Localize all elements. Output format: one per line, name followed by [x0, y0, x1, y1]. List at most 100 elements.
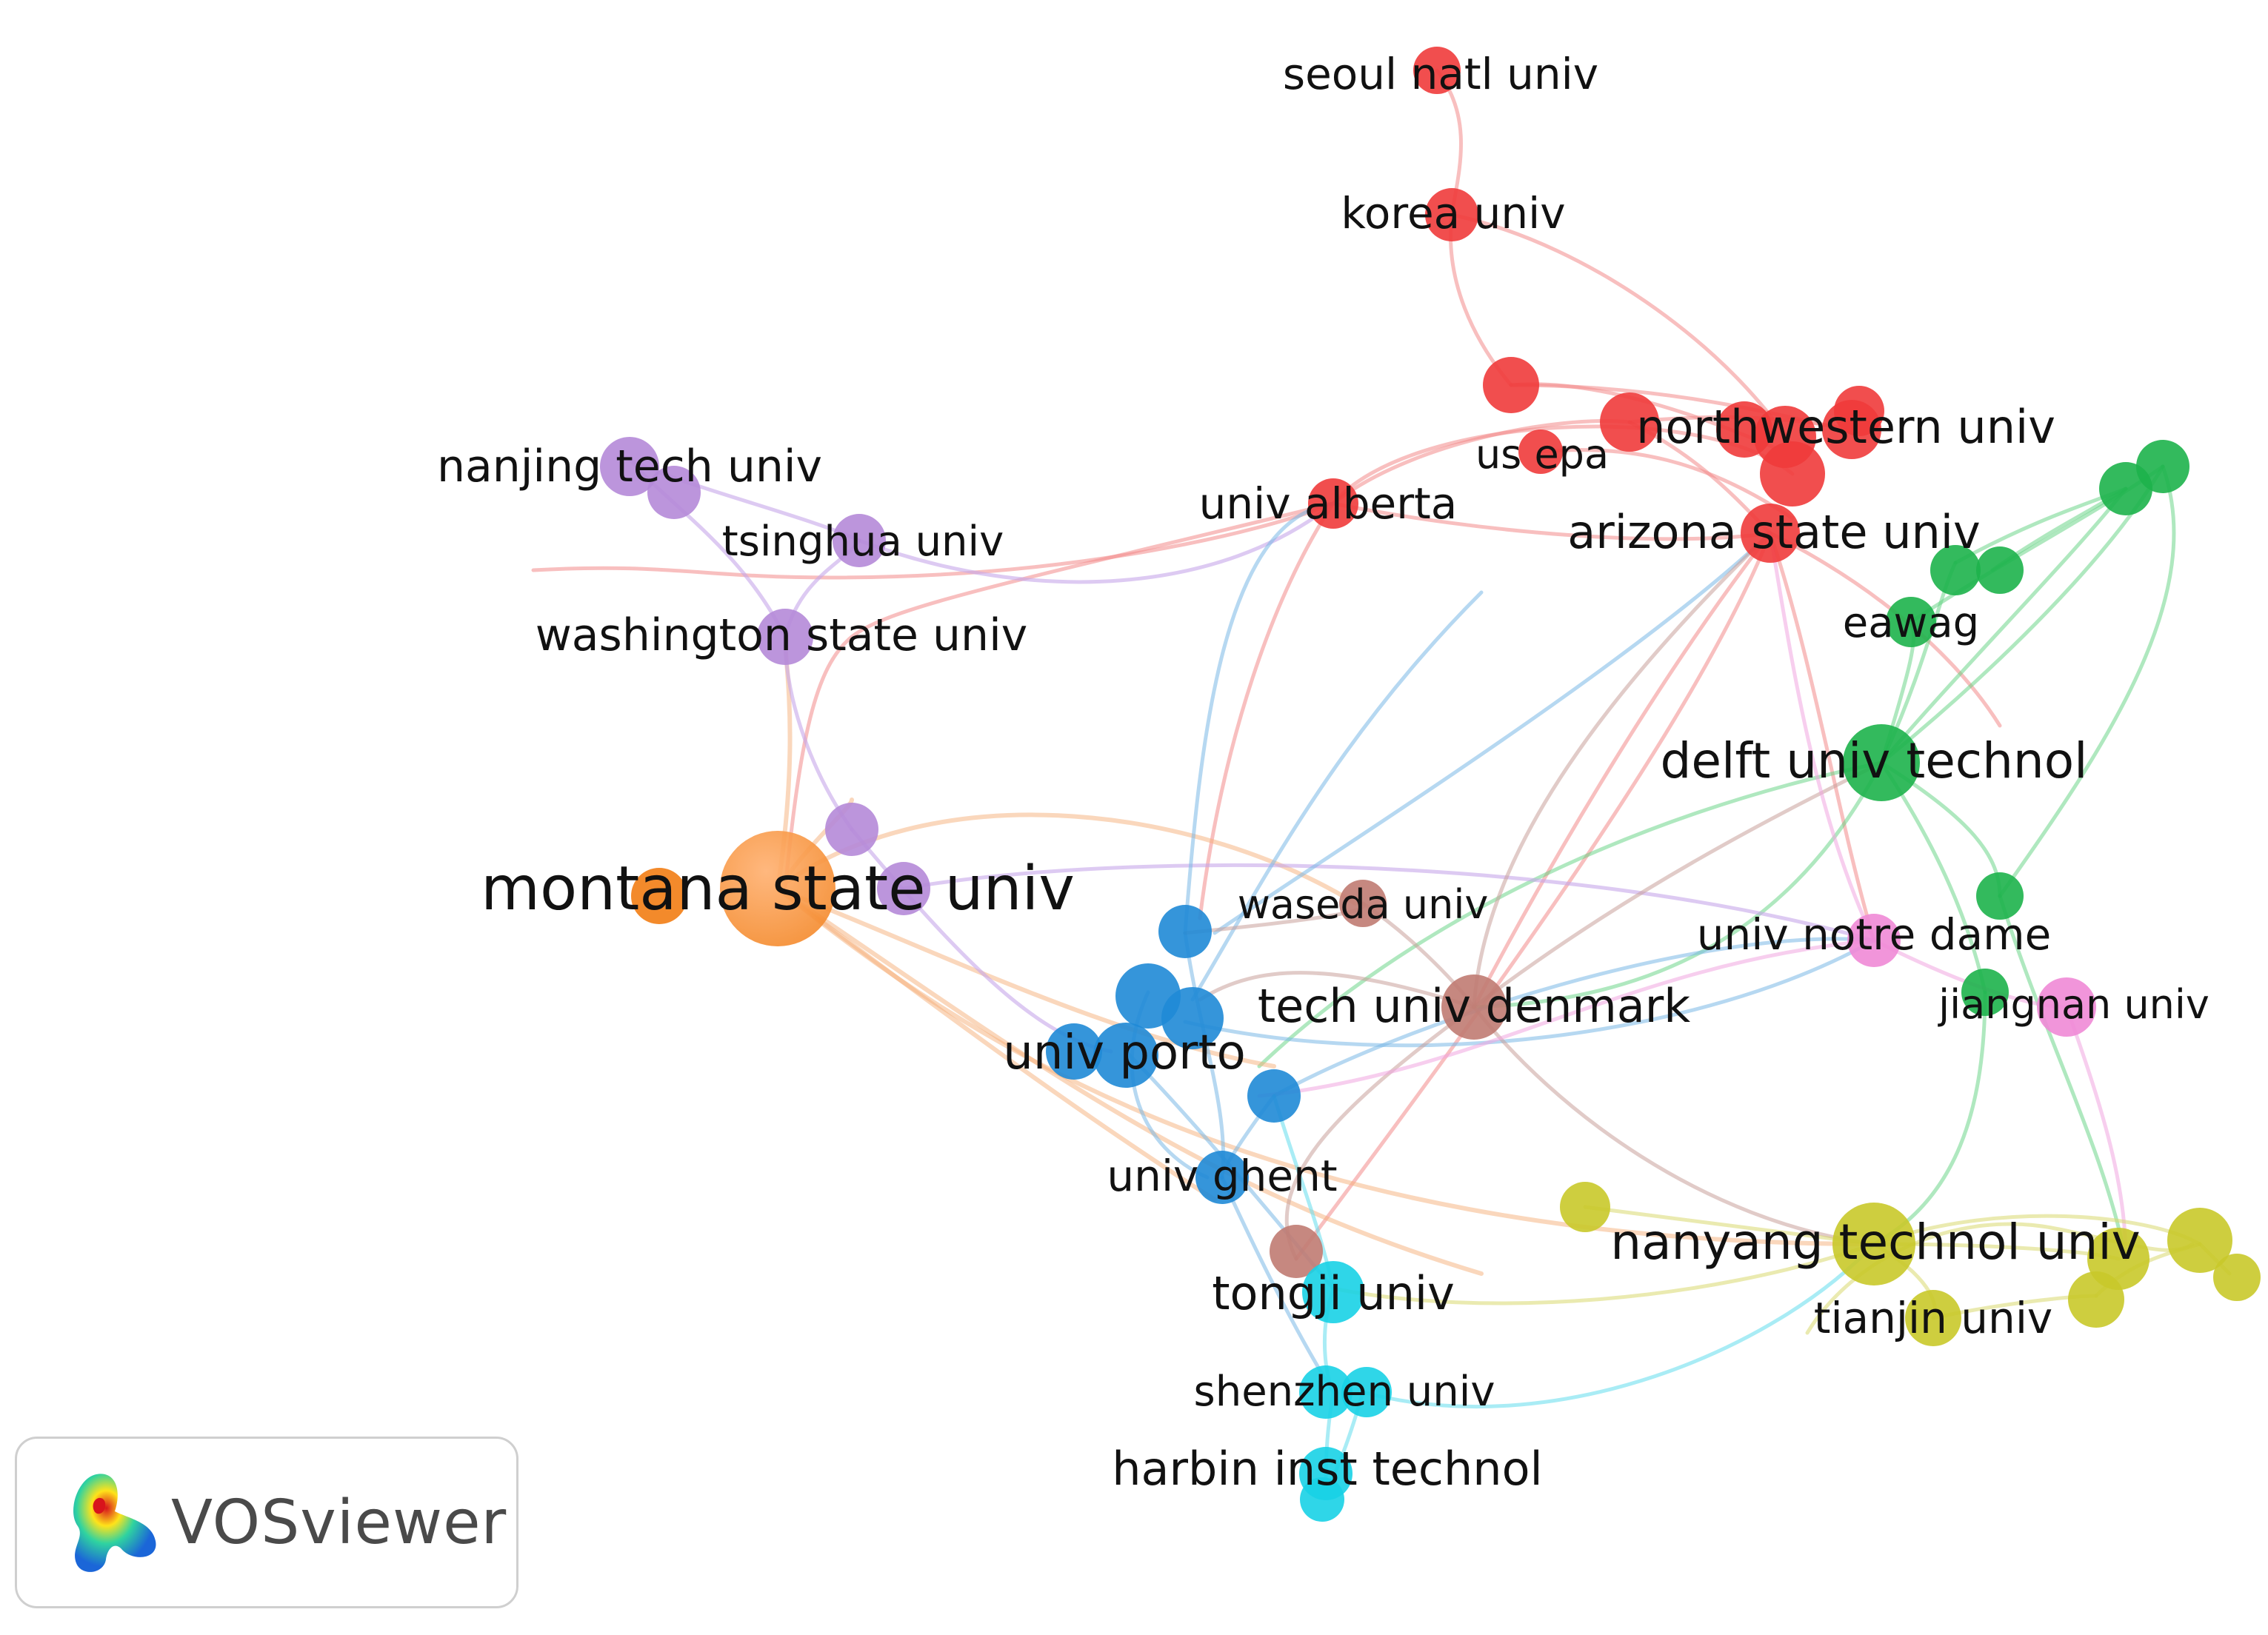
label-eawag: eawag	[1843, 599, 1979, 647]
link	[1538, 448, 1795, 521]
label-waseda-univ: waseda univ	[1238, 881, 1489, 928]
label-layer: seoul natl univ korea univ northwestern …	[437, 49, 2209, 1496]
label-seoul-natl-univ: seoul natl univ	[1283, 49, 1598, 99]
node-green-unlabeled-5[interactable]	[1976, 872, 2024, 920]
link	[1213, 531, 1772, 935]
label-tsinghua-univ: tsinghua univ	[722, 518, 1004, 566]
label-tianjin-univ: tianjin univ	[1814, 1293, 2053, 1343]
node-blue-unlabeled-1[interactable]	[1158, 905, 1212, 958]
vosviewer-logo-icon	[73, 1474, 156, 1572]
label-tech-univ-denmark: tech univ denmark	[1258, 979, 1690, 1033]
link	[1331, 1242, 1876, 1305]
link	[1998, 894, 2128, 1261]
node-red-unlabeled-5[interactable]	[1834, 386, 1884, 436]
node-green-unlabeled-3[interactable]	[1930, 545, 1981, 595]
node-arizona-state-univ[interactable]	[1741, 504, 1800, 563]
link	[1183, 931, 1226, 1180]
node-blue-unlabeled-4[interactable]	[1247, 1069, 1301, 1123]
node-univ-porto[interactable]	[1093, 1023, 1158, 1088]
node-dark-orange[interactable]	[631, 868, 687, 924]
label-shenzhen-univ: shenzhen univ	[1194, 1368, 1495, 1416]
label-univ-alberta: univ alberta	[1199, 478, 1458, 529]
label-tongji-univ: tongji univ	[1212, 1266, 1455, 1320]
node-blue-unlabeled-3[interactable]	[1161, 987, 1224, 1049]
node-washington-state-univ[interactable]	[757, 609, 813, 665]
link	[1257, 938, 1876, 1098]
label-univ-porto: univ porto	[1003, 1026, 1245, 1080]
link	[531, 501, 1335, 580]
node-yellow-unlabeled-1[interactable]	[1560, 1182, 1610, 1232]
label-univ-notre-dame: univ notre dame	[1697, 909, 2052, 960]
node-nanjing-tech-univ[interactable]	[600, 437, 659, 496]
node-us-epa[interactable]	[1518, 429, 1563, 474]
node-green-unlabeled-4[interactable]	[1976, 546, 2024, 594]
node-yellow-unlabeled-4[interactable]	[2213, 1254, 2261, 1301]
link	[1472, 531, 1772, 1009]
node-univ-notre-dame[interactable]	[1847, 914, 1901, 967]
link	[1331, 501, 1772, 541]
node-montana-state-univ[interactable]	[720, 831, 836, 946]
node-harbin-inst-technol-b[interactable]	[1300, 1477, 1344, 1522]
node-univ-alberta[interactable]	[1308, 478, 1358, 529]
link	[1198, 971, 1476, 1009]
node-seoul-natl-univ[interactable]	[1413, 47, 1461, 94]
label-harbin-inst-technol: harbin inst technol	[1112, 1442, 1543, 1496]
link	[776, 886, 1276, 1069]
label-nanjing-tech-univ: nanjing tech univ	[437, 441, 822, 492]
label-washington-state-univ: washington state univ	[536, 609, 1028, 661]
link	[1272, 937, 1876, 1098]
node-jiangnan-green[interactable]	[1961, 969, 2009, 1016]
link	[1879, 487, 2128, 765]
vosviewer-title: VOSviewer	[171, 1487, 507, 1558]
node-korea-univ[interactable]	[1425, 188, 1478, 241]
link	[776, 886, 1484, 1276]
node-univ-ghent[interactable]	[1195, 1151, 1249, 1204]
link	[1472, 760, 1884, 1009]
node-nanyang-technol-univ[interactable]	[1832, 1203, 1915, 1285]
link	[1768, 531, 1876, 943]
link	[1198, 501, 1335, 920]
node-purple-unlabeled-1[interactable]	[647, 466, 701, 519]
label-arizona-state-univ: arizona state univ	[1567, 505, 1980, 559]
node-tsinghua-univ[interactable]	[833, 514, 886, 567]
link	[1472, 760, 1884, 1009]
label-jiangnan-univ: jiangnan univ	[1938, 981, 2209, 1028]
node-eawag[interactable]	[1886, 597, 1936, 647]
link	[1998, 464, 2176, 898]
link	[857, 501, 1335, 584]
node-shenzhen-univ[interactable]	[1341, 1367, 1392, 1417]
label-northwestern-univ: northwestern univ	[1636, 400, 2055, 454]
link	[1361, 1242, 1876, 1408]
node-waseda-univ[interactable]	[1339, 880, 1387, 927]
node-tianjin-univ[interactable]	[1905, 1290, 1961, 1346]
label-korea-univ: korea univ	[1341, 188, 1565, 238]
node-tech-univ-denmark[interactable]	[1441, 974, 1507, 1040]
link	[1768, 531, 1876, 943]
link	[901, 863, 1876, 943]
node-red-unlabeled-1[interactable]	[1483, 357, 1539, 413]
node-red-unlabeled-2[interactable]	[1600, 392, 1659, 452]
label-univ-ghent: univ ghent	[1107, 1151, 1337, 1201]
link	[1190, 590, 1484, 1002]
link	[1472, 531, 1772, 1009]
label-nanyang-technol-univ: nanyang technol univ	[1610, 1214, 2141, 1271]
link	[1879, 760, 1987, 994]
node-purple-unlabeled-3[interactable]	[877, 862, 930, 915]
node-purple-unlabeled-2[interactable]	[825, 803, 878, 856]
node-yellow-unlabeled-5[interactable]	[2068, 1271, 2124, 1328]
label-us-epa: us epa	[1475, 431, 1609, 478]
label-delft-univ-technol: delft univ technol	[1661, 732, 2088, 789]
node-brown-unlabeled-1[interactable]	[1270, 1225, 1323, 1278]
link	[1183, 501, 1335, 935]
node-delft-univ-technol[interactable]	[1843, 724, 1920, 801]
node-green-unlabeled-2[interactable]	[2136, 440, 2189, 493]
node-shenzhen-univ-a[interactable]	[1299, 1365, 1353, 1419]
label-montana-state-univ: montana state univ	[481, 854, 1075, 924]
node-red-unlabeled-6[interactable]	[1760, 441, 1825, 506]
node-jiangnan-univ[interactable]	[2037, 977, 2096, 1037]
node-univ-porto-a[interactable]	[1046, 1023, 1102, 1080]
node-tongji-univ[interactable]	[1302, 1261, 1364, 1323]
link	[1805, 1222, 2195, 1335]
node-yellow-unlabeled-3[interactable]	[2167, 1208, 2232, 1273]
